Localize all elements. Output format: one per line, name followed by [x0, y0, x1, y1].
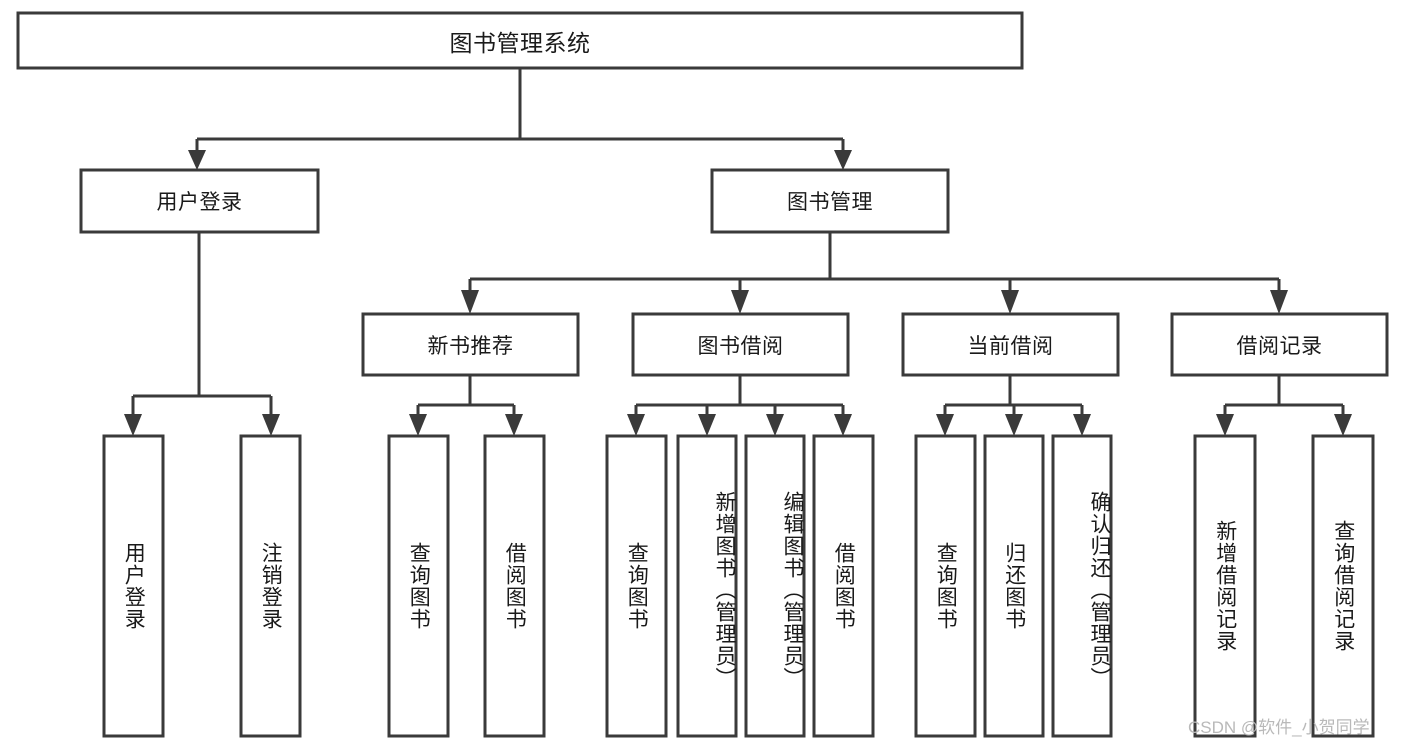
arrow-head-icon [698, 414, 716, 436]
leaf-box-query-book-1[interactable] [387, 434, 450, 738]
leaf-box-add-book[interactable] [676, 434, 738, 738]
arrow-head-icon [1334, 414, 1352, 436]
node-box-book-management[interactable] [710, 168, 950, 234]
arrow-head-icon [1270, 290, 1288, 314]
leaf-box-borrow-book-2[interactable] [812, 434, 875, 738]
arrow-head-icon [936, 414, 954, 436]
node-box-current-borrow[interactable] [901, 312, 1120, 377]
edge-borrow-record-to-leaves [1216, 375, 1352, 436]
arrow-head-icon [766, 414, 784, 436]
node-box-borrow-record[interactable] [1170, 312, 1389, 377]
arrow-head-icon [627, 414, 645, 436]
arrow-head-icon [124, 414, 142, 436]
arrow-head-icon [1073, 414, 1091, 436]
arrow-head-icon [262, 414, 280, 436]
leaf-box-query-book-2[interactable] [605, 434, 668, 738]
node-box-root[interactable] [16, 11, 1024, 70]
leaf-box-add-borrow-record[interactable] [1193, 434, 1257, 738]
edge-root-to-level2 [188, 68, 852, 170]
edge-book-mgmt-to-level3 [461, 232, 1288, 314]
leaf-box-borrow-book-1[interactable] [483, 434, 546, 738]
arrow-head-icon [1216, 414, 1234, 436]
leaf-box-query-borrow-record[interactable] [1311, 434, 1375, 738]
edge-book-borrow-to-leaves [627, 375, 852, 436]
edge-current-borrow-to-leaves [936, 375, 1091, 436]
leaf-box-confirm-return[interactable] [1051, 434, 1113, 738]
arrow-head-icon [1001, 290, 1019, 314]
arrow-head-icon [461, 290, 479, 314]
leaf-box-edit-book[interactable] [744, 434, 806, 738]
arrow-head-icon [188, 150, 206, 170]
edge-new-book-rec-to-leaves [409, 375, 523, 436]
arrow-head-icon [731, 290, 749, 314]
leaf-box-query-book-3[interactable] [914, 434, 977, 738]
arrow-head-icon [834, 150, 852, 170]
arrow-head-icon [834, 414, 852, 436]
node-box-user-login[interactable] [79, 168, 320, 234]
arrow-head-icon [1005, 414, 1023, 436]
leaf-box-user-logout[interactable] [239, 434, 302, 738]
leaf-box-return-book[interactable] [983, 434, 1045, 738]
leaf-box-user-login[interactable] [102, 434, 165, 738]
node-box-new-book-recommend[interactable] [361, 312, 580, 377]
edge-user-login-to-leaves [124, 232, 280, 436]
arrow-head-icon [409, 414, 427, 436]
arrow-head-icon [505, 414, 523, 436]
node-box-book-borrow[interactable] [631, 312, 850, 377]
